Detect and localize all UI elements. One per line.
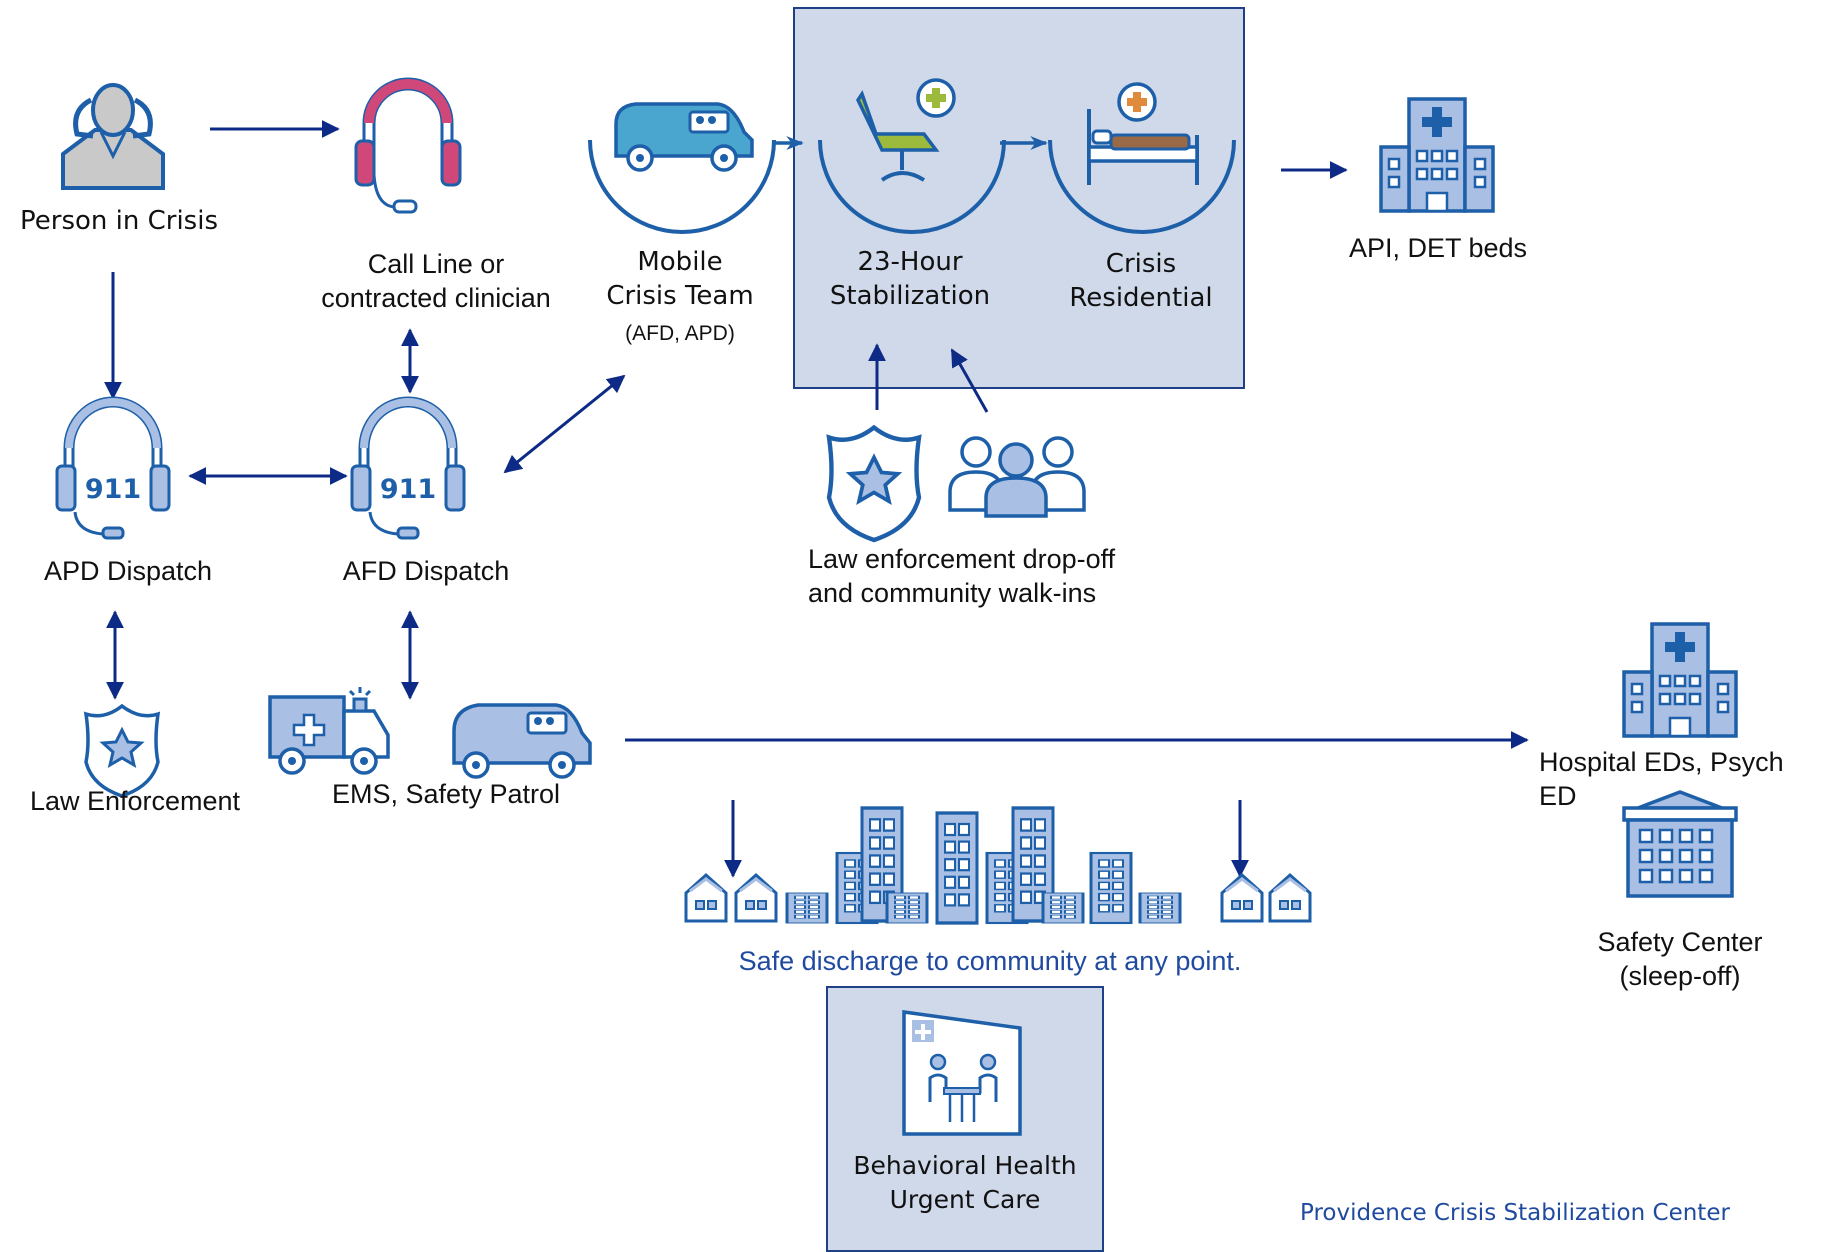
arrow-people-to-stabilization [950,348,989,413]
cup-outlines [588,139,1236,234]
law-enforcement-label: Law Enforcement [29,786,241,816]
connectors [104,120,1529,878]
afd-headset-icon: 911 [350,396,466,540]
footer-label: Providence Crisis Stabilization Center [1300,1200,1730,1226]
hospital-icon [1379,97,1495,213]
mobile-team-sublabel: (AFD, APD) [625,322,735,345]
dropoff-badge-icon [829,428,919,541]
afd-911-label: 911 [380,474,436,505]
urgent-care-icon [902,1009,1022,1136]
safety-center-label: Safety Center(sleep-off) [1597,927,1763,991]
safety-patrol-van-icon [452,703,592,779]
apd-dispatch-label: APD Dispatch [43,556,213,586]
api-det-label: API, DET beds [1348,233,1528,263]
community-people-icon [948,436,1086,518]
police-badge-icon [84,704,160,798]
apd-911-label: 911 [85,474,141,505]
recliner-chair-icon [855,78,956,182]
ems-label: EMS, Safety Patrol [331,779,561,809]
arrow-afd-mobile [503,374,626,474]
apd-headset-icon: 911 [55,396,171,540]
mobile-van-icon [614,102,754,172]
bed-icon [1087,82,1199,185]
afd-dispatch-label: AFD Dispatch [342,556,510,586]
headset-icon [354,77,462,214]
person-in-crisis-icon [61,83,165,190]
discharge-label: Safe discharge to community at any point… [738,946,1242,976]
ed-hospital-icon [1622,622,1738,738]
stabilization-panel [793,7,1245,389]
person-in-crisis-label: Person in Crisis [20,206,218,236]
safety-center-icon [1622,790,1738,898]
community-skyline-icon [684,806,1312,925]
ambulance-icon [268,687,390,775]
